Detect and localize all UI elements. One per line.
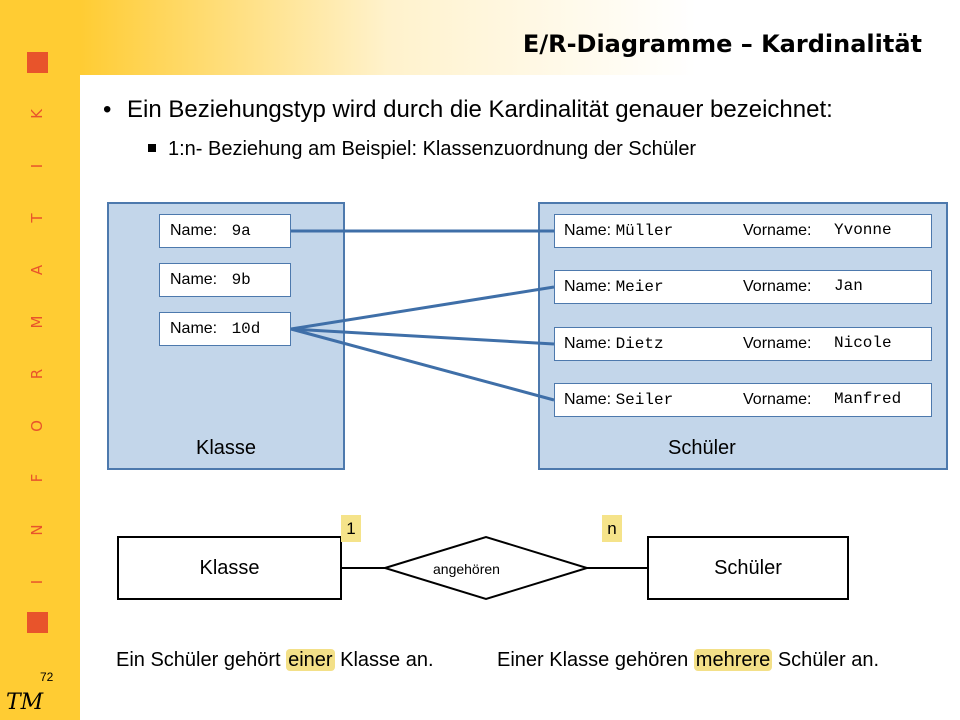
klasse-record-9a: Name: 9a	[159, 214, 291, 248]
schueler-vorname: Nicole	[834, 334, 892, 352]
name-label: Name:	[564, 335, 612, 352]
bullet-main: • Ein Beziehungstyp wird durch die Kardin…	[103, 96, 833, 124]
schueler-vorname: Jan	[834, 277, 863, 295]
klasse-value: 9b	[231, 271, 251, 289]
name-label: Name:	[564, 391, 612, 408]
bullet-square-icon	[148, 144, 156, 152]
entity-klasse: Klasse	[117, 536, 342, 600]
cardinality-right: n	[602, 515, 622, 542]
cardinality-left: 1	[341, 515, 361, 542]
caption-right: Einer Klasse gehören mehrere Schüler an.	[497, 649, 879, 672]
caption-left-pre: Ein Schüler gehört	[116, 649, 287, 671]
relationship-diamond	[381, 535, 591, 601]
name-label: Name:	[170, 320, 218, 337]
link-10d-seiler	[290, 327, 555, 402]
klasse-set-label: Klasse	[195, 437, 257, 459]
title-bar	[80, 0, 960, 75]
schueler-name: Meier	[615, 278, 664, 296]
sidebar-square-bottom	[27, 612, 48, 633]
bullet-main-text: Ein Beziehungstyp wird durch die Kardina…	[127, 96, 833, 123]
slide-title: E/R-Diagramme – Kardinalität	[522, 30, 922, 58]
schueler-name: Seiler	[615, 391, 674, 409]
caption-right-pre: Einer Klasse gehören	[497, 649, 694, 671]
entity-schueler: Schüler	[647, 536, 849, 600]
bullet-sub-text: 1:n- Beziehung am Beispiel: Klassenzuord…	[168, 138, 697, 160]
name-label: Name:	[170, 271, 218, 288]
name-label: Name:	[564, 278, 612, 295]
name-label: Name:	[564, 222, 612, 239]
sidebar: K I T A M R O F N I 72 TM	[0, 0, 80, 720]
link-10d-meier	[290, 285, 555, 331]
relationship-label: angehören	[433, 561, 500, 577]
schueler-name: Dietz	[615, 335, 664, 353]
schueler-vorname: Manfred	[834, 390, 902, 408]
caption-right-post: Schüler an.	[772, 649, 880, 671]
bullet-dot-icon: •	[103, 96, 112, 123]
bullet-sub: 1:n- Beziehung am Beispiel: Klassenzuord…	[148, 138, 696, 161]
schueler-vorname: Yvonne	[834, 221, 892, 239]
vorname-label: Vorname:	[743, 222, 812, 239]
vorname-label: Vorname:	[743, 391, 812, 408]
link-10d-dietz	[290, 327, 555, 346]
klasse-record-10d: Name: 10d	[159, 312, 291, 346]
klasse-value: 10d	[231, 320, 261, 338]
name-label: Name:	[170, 222, 218, 239]
sidebar-square-top	[27, 52, 48, 73]
vorname-label: Vorname:	[743, 278, 812, 295]
schueler-name: Müller	[615, 222, 674, 240]
klasse-value: 9a	[231, 222, 251, 240]
tm-logo: TM	[6, 690, 44, 715]
page-number: 72	[40, 670, 54, 684]
schueler-record-seiler: Name: Seiler Vorname: Manfred	[554, 383, 932, 417]
klasse-record-9b: Name: 9b	[159, 263, 291, 297]
vorname-label: Vorname:	[743, 335, 812, 352]
caption-right-highlight: mehrere	[693, 649, 773, 671]
schueler-set-label: Schüler	[668, 437, 736, 459]
schueler-record-meier: Name: Meier Vorname: Jan	[554, 270, 932, 304]
caption-left-highlight: einer	[286, 649, 335, 671]
caption-left-post: Klasse an.	[334, 649, 434, 671]
caption-left: Ein Schüler gehört einer Klasse an.	[116, 649, 434, 672]
schueler-record-dietz: Name: Dietz Vorname: Nicole	[554, 327, 932, 361]
schueler-record-mueller: Name: Müller Vorname: Yvonne	[554, 214, 932, 248]
